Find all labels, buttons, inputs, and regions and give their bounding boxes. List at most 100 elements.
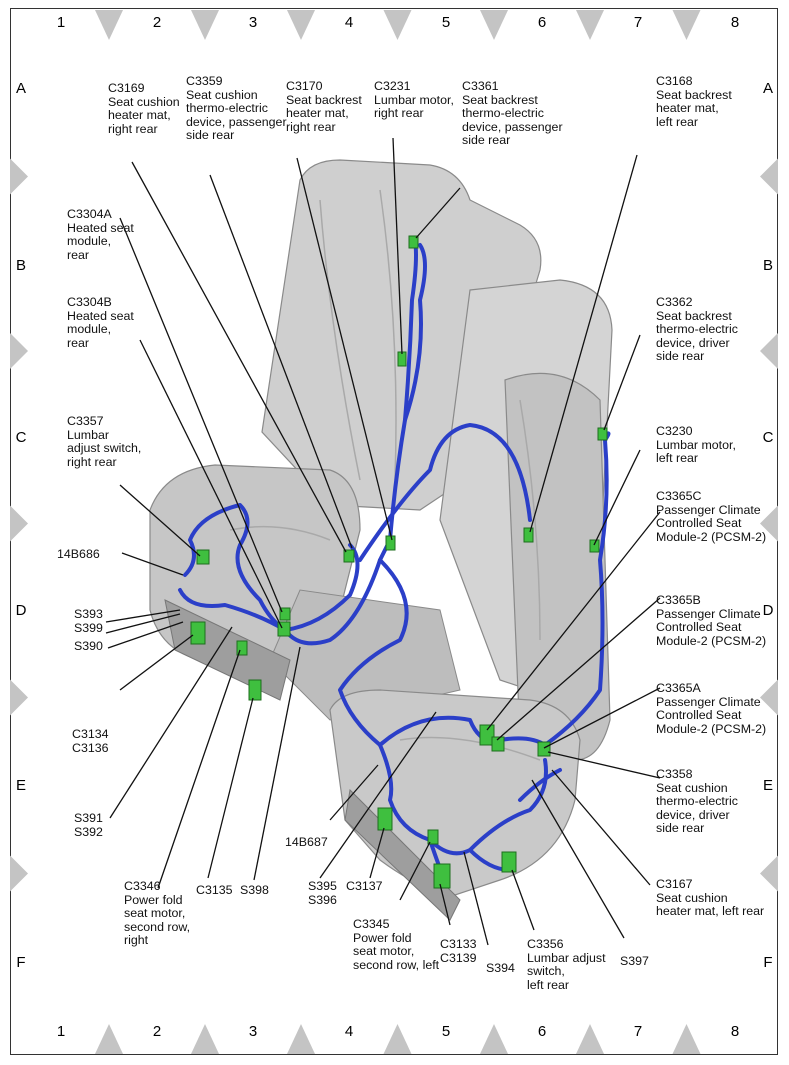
grid-marker-top [191,10,219,40]
grid-column-top: 1 [57,14,65,31]
center-cushion [269,589,461,721]
grid-column-bottom: 5 [442,1023,450,1040]
seat-base-left [344,788,461,921]
callout-c3345: C3345 Power fold seat motor, second row,… [353,917,440,972]
grid-marker-top [480,10,508,40]
callout-s397: S397 [620,954,649,968]
leader-lines [105,137,661,946]
grid-column-bottom: 6 [538,1023,546,1040]
harness-right-backrest [388,238,418,542]
grid-column-bottom: 3 [249,1023,257,1040]
grid-marker-right [760,505,778,542]
grid-column-bottom: 2 [153,1023,161,1040]
grid-marker-top [287,10,315,40]
callout-c3168: C3168 Seat backrest heater mat, left rea… [656,74,732,129]
callout-c3137: C3137 [346,879,383,893]
callout-c3356: C3356 Lumbar adjust switch, left rear [527,937,606,992]
grid-column-top: 3 [249,14,257,31]
grid-column-top: 5 [442,14,450,31]
grid-marker-bottom [576,1024,604,1054]
grid-marker-bottom [95,1024,123,1054]
callout-s398: S398 [240,883,269,897]
connector-c3170 [385,535,396,551]
callout-c3304a: C3304A Heated seat module, rear [67,207,134,262]
connector-c3357 [196,549,210,565]
grid-column-bottom: 4 [345,1023,353,1040]
callout-c3359: C3359 Seat cushion thermo-electric devic… [186,74,287,143]
callout-c3169: C3169 Seat cushion heater mat, right rea… [108,81,180,136]
connector-c3365c [479,724,495,746]
grid-row-right: A [763,80,773,97]
harness-14b686 [183,503,360,632]
seat-body [149,159,613,921]
grid-marker-right [760,158,778,195]
callout-s390: S390 [74,639,103,653]
callout-s391: S391 S392 [74,811,103,839]
connector-c3365b [491,736,505,752]
callout-c3362: C3362 Seat backrest thermo-electric devi… [656,295,738,364]
grid-marker-bottom [191,1024,219,1054]
harness-left-cushion [378,715,547,747]
callout-c3230: C3230 Lumbar motor, left rear [656,424,736,466]
grid-column-top: 7 [634,14,642,31]
grid-column-top: 6 [538,14,546,31]
grid-marker-right [760,333,778,369]
grid-marker-top [672,10,701,40]
callout-s394: S394 [486,961,515,975]
connector-c3168 [523,527,534,543]
grid-column-top: 2 [153,14,161,31]
callout-14b687: 14B687 [285,835,328,849]
callout-c3365c: C3365C Passenger Climate Controlled Seat… [656,489,767,544]
connector-c3134 [190,621,206,645]
callout-c3304b: C3304B Heated seat module, rear [67,295,134,350]
grid-marker-right [760,855,778,892]
callout-c3133: C3133 C3139 [440,937,477,965]
callout-c3134: C3134 C3136 [72,727,109,755]
callout-c3365b: C3365B Passenger Climate Controlled Seat… [656,593,767,648]
callout-c3346: C3346 Power fold seat motor, second row,… [124,879,191,948]
grid-row-left: F [16,954,25,971]
connector-c3346 [236,640,248,656]
callout-c3135: C3135 [196,883,233,897]
grid-row-right: C [763,429,774,446]
grid-row-right: F [763,954,772,971]
connector-c3356 [501,851,517,873]
left-bolster [504,372,611,761]
grid-marker-left [10,333,28,369]
grid-column-bottom: 8 [731,1023,739,1040]
harness-right-backrest-b [403,243,427,422]
grid-column-bottom: 7 [634,1023,642,1040]
callout-c3357: C3357 Lumbar adjust switch, right rear [67,414,142,469]
grid-row-left: A [16,80,26,97]
harness-center [358,423,532,562]
grid-marker-left [10,505,28,542]
grid-marker-top [383,10,412,40]
grid-row-left: D [16,602,27,619]
connector-c3137 [377,807,393,831]
grid-row-right: E [763,777,773,794]
grid-row-left: E [16,777,26,794]
grid-row-left: B [16,257,26,274]
connector-c3362 [597,427,608,441]
grid-row-right: D [763,602,774,619]
grid-marker-bottom [383,1024,412,1054]
grid-row-right: B [763,257,773,274]
connector-c3359 [343,549,355,563]
grid-column-bottom: 1 [57,1023,65,1040]
harness-center-drop [338,558,409,747]
callout-c3358: C3358 Seat cushion thermo-electric devic… [656,767,738,836]
grid-marker-bottom [672,1024,701,1054]
grid-column-top: 8 [731,14,739,31]
callout-c3170: C3170 Seat backrest heater mat, right re… [286,79,362,134]
connector-c3361 [408,235,419,249]
callout-c3167: C3167 Seat cushion heater mat, left rear [656,877,765,919]
grid-marker-right [760,679,778,716]
callout-c3365a: C3365A Passenger Climate Controlled Seat… [656,681,767,736]
grid-marker-bottom [287,1024,315,1054]
grid-marker-bottom [480,1024,508,1054]
grid-marker-top [95,10,123,40]
connector-c3133 [433,863,451,889]
callout-14b686: 14B686 [57,547,100,561]
